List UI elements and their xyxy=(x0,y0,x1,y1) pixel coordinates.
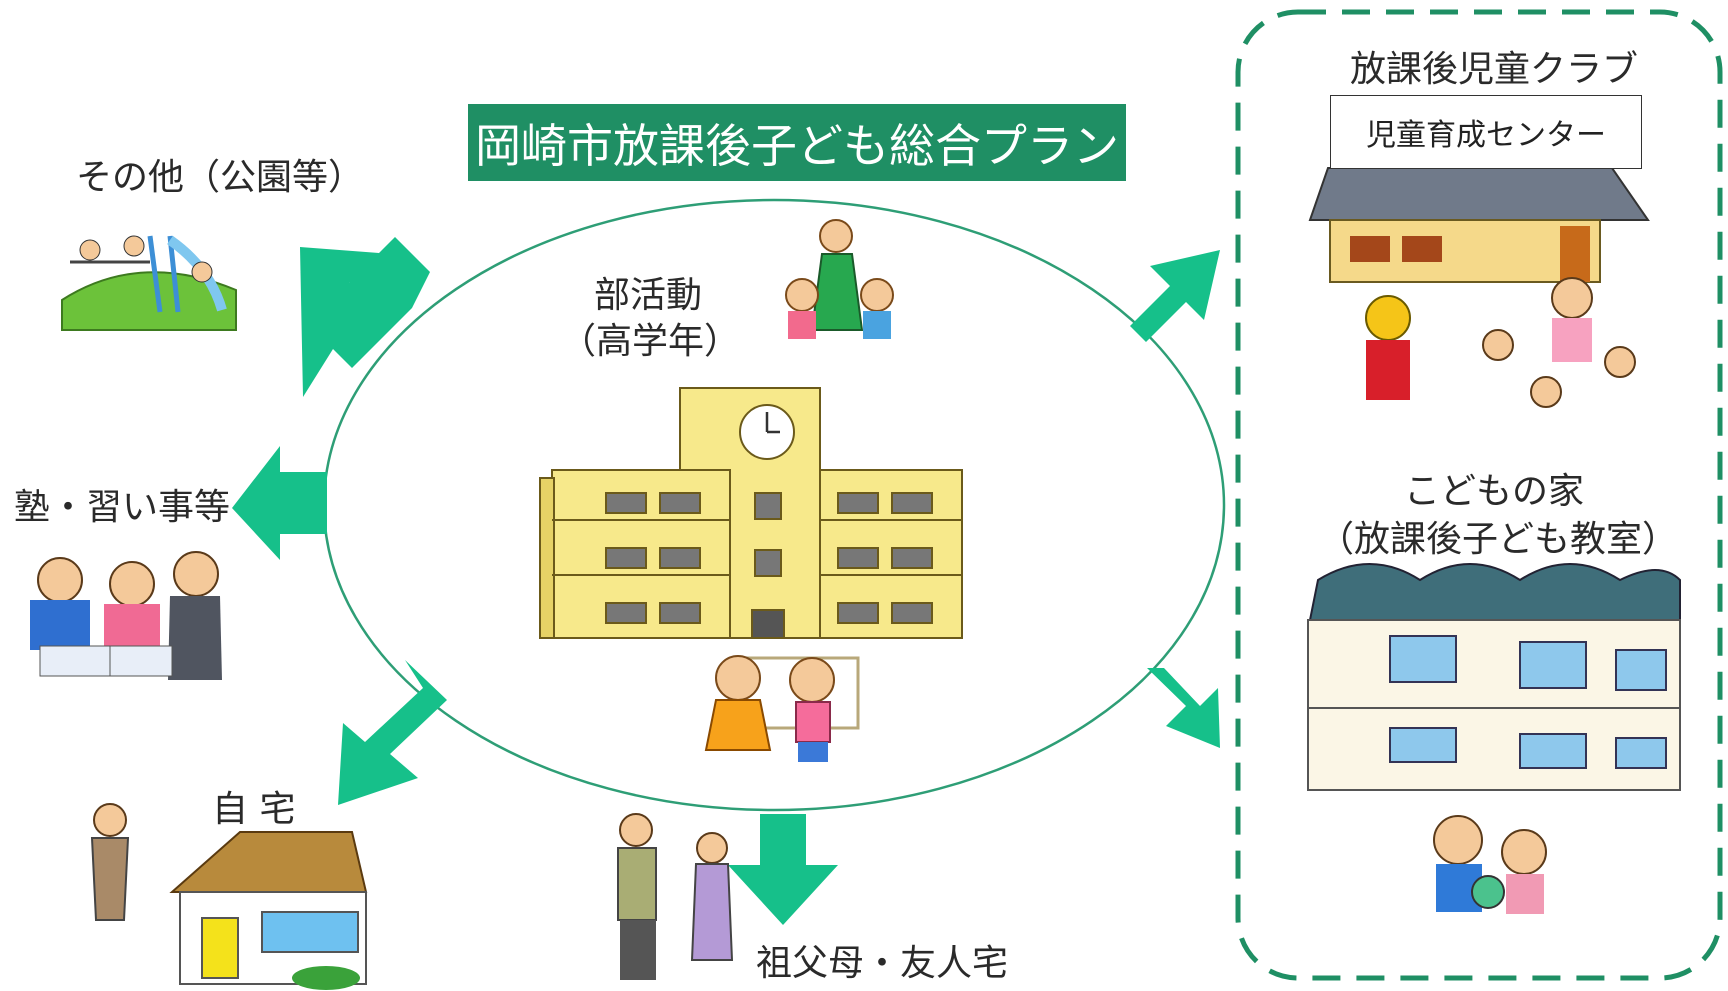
children-gate-icon xyxy=(704,655,860,762)
park-playground-icon xyxy=(61,235,237,331)
arrow-to-cram xyxy=(232,446,327,560)
grandparents-friends-label: 祖父母・友人宅 xyxy=(756,943,1009,984)
home-label: 自 宅 xyxy=(212,789,296,830)
club-activity-note: （高学年） xyxy=(560,321,741,362)
arrow-to-home xyxy=(338,660,447,805)
club-house-icon xyxy=(1308,167,1650,283)
after-school-club-label: 放課後児童クラブ xyxy=(1350,49,1639,90)
kids-house-note: （放課後子ども教室） xyxy=(1318,519,1679,560)
cram-school-label: 塾・習い事等 xyxy=(14,487,231,528)
home-house-icon xyxy=(90,803,368,990)
arrow-to-park xyxy=(300,237,430,397)
sports-children-icon xyxy=(785,219,894,339)
arrow-to-grandparents xyxy=(728,814,838,925)
school-building-icon xyxy=(539,387,963,639)
arrows xyxy=(232,237,1220,925)
kids-house-label: こどもの家 xyxy=(1404,471,1585,512)
club-children-icon xyxy=(1365,277,1636,408)
page-title: 岡崎市放課後子ども総合プラン xyxy=(468,104,1126,181)
cram-school-icon xyxy=(30,551,222,680)
arrow-to-kids-house xyxy=(1147,668,1220,748)
grandparents-icon xyxy=(617,813,734,980)
arrow-to-club xyxy=(1130,250,1220,342)
kids-playing-ball-icon xyxy=(1433,815,1547,914)
right-panel-border xyxy=(1235,9,1723,981)
kids-house-building-icon xyxy=(1307,563,1681,791)
youth-center-box: 児童育成センター xyxy=(1330,95,1642,169)
park-label: その他（公園等） xyxy=(76,157,365,198)
club-activity-label: 部活動 xyxy=(594,275,703,316)
